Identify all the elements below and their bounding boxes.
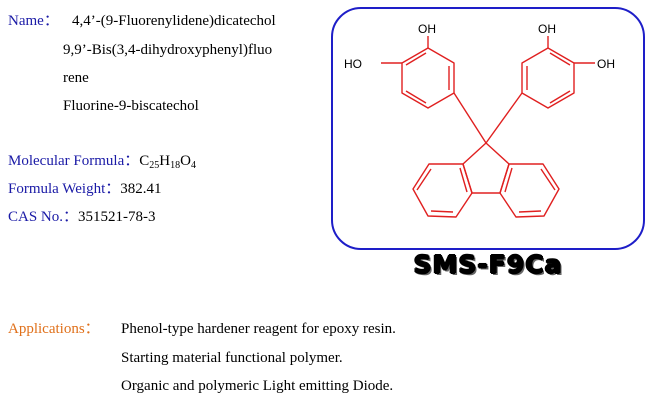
fluorene-left-double-bond bbox=[416, 168, 432, 191]
application-line-3: Organic and polymeric Light emitting Dio… bbox=[121, 378, 394, 394]
chemical-structure-diagram: OH OH HO OH bbox=[344, 22, 615, 218]
molecular-formula-row: Molecular Formula：C25H18O4 bbox=[8, 152, 196, 171]
name-line-4: Fluorine-9-biscatechol bbox=[63, 98, 199, 114]
right-catechol-ring bbox=[521, 47, 575, 109]
cas-value: 351521-78-3 bbox=[78, 209, 156, 225]
fluorene-five-ring bbox=[462, 142, 510, 194]
formula-weight-row: Formula Weight：382.41 bbox=[8, 180, 162, 198]
oh-label-right: OH bbox=[597, 57, 615, 71]
fluorene-right-double-bond bbox=[504, 167, 513, 193]
left-aryl-bond bbox=[453, 92, 487, 144]
fluorene-left-ring bbox=[412, 163, 473, 218]
fluorene-right-double-bond bbox=[518, 210, 542, 213]
ho-label-left: HO bbox=[344, 57, 362, 71]
fluorene-left-double-bond bbox=[459, 167, 468, 193]
right-ring-double-bond bbox=[549, 90, 571, 104]
formula-o-count: 4 bbox=[190, 160, 196, 171]
fluorene-right-ring bbox=[499, 163, 560, 218]
name-label: Name： bbox=[8, 13, 59, 29]
left-ring-double-bond bbox=[405, 52, 427, 66]
cas-row: CAS No.：351521-78-3 bbox=[8, 208, 156, 226]
structure-panel: OH OH HO OH bbox=[331, 7, 645, 250]
application-line-1: Phenol-type hardener reagent for epoxy r… bbox=[121, 321, 396, 337]
name-line-2: 9,9’-Bis(3,4-dihydroxyphenyl)fluo bbox=[63, 42, 273, 58]
oh-label-left-top: OH bbox=[418, 22, 436, 36]
right-ring-double-bond bbox=[549, 52, 571, 66]
left-ring-double-bond bbox=[405, 90, 427, 104]
right-aryl-bond bbox=[485, 92, 523, 144]
formula-c: C bbox=[139, 153, 150, 169]
formula-h-count: 18 bbox=[170, 160, 181, 171]
cas-label: CAS No.： bbox=[8, 209, 79, 225]
name-line-1: 4,4’-(9-Fluorenylidene)dicatechol bbox=[72, 13, 276, 29]
oh-label-right-top: OH bbox=[538, 22, 556, 36]
product-code: SMS-F9Ca bbox=[413, 250, 563, 279]
left-catechol-ring bbox=[401, 47, 455, 109]
formula-h: H bbox=[159, 153, 171, 169]
molecular-formula-label: Molecular Formula： bbox=[8, 153, 140, 169]
name-line-3: rene bbox=[63, 70, 89, 86]
formula-c-count: 25 bbox=[149, 160, 160, 171]
formula-weight-label: Formula Weight： bbox=[8, 181, 121, 197]
formula-weight-value: 382.41 bbox=[120, 181, 162, 197]
application-line-2: Starting material functional polymer. bbox=[121, 350, 343, 366]
fluorene-right-double-bond bbox=[540, 168, 556, 191]
applications-label: Applications： bbox=[8, 321, 100, 337]
fluorene-left-double-bond bbox=[430, 210, 454, 213]
formula-o: O bbox=[180, 153, 191, 169]
